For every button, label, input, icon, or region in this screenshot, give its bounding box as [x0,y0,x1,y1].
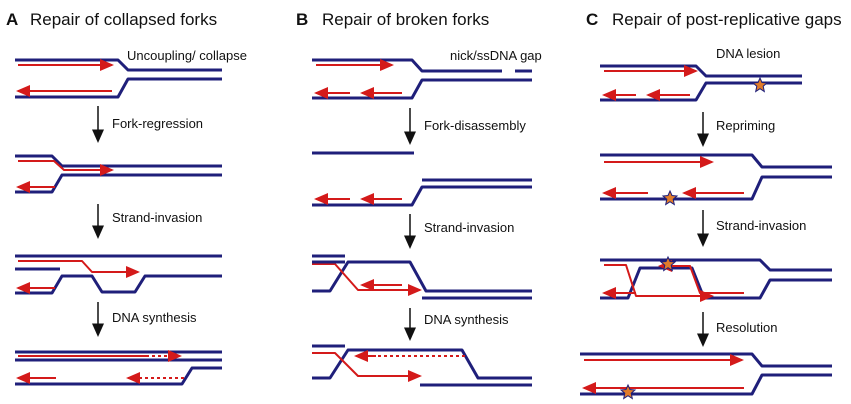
panel-b: B Repair of broken forks nick/ssDNA gap … [296,10,542,387]
panel-b-title: Repair of broken forks [322,10,489,29]
diagram-c-invasion [600,256,832,302]
diagram-b-nick [312,58,532,100]
panel-a-step-2: Strand-invasion [112,210,202,225]
diagram-b-disassembly [312,151,532,207]
diagram-b-invasion [312,254,532,300]
panel-c-title: Repair of post-replicative gaps [612,10,842,29]
panel-c: C Repair of post-replicative gaps DNA le… [580,10,842,399]
panel-letter-a: A [6,10,18,29]
diagram-a-regression [15,154,222,194]
diagram-c-lesion [600,64,802,102]
panel-c-step-3: Resolution [716,320,777,335]
panel-b-step-1: Fork-disassembly [424,118,526,133]
panel-a-top-label: Uncoupling/ collapse [127,48,247,63]
panel-b-step-3: DNA synthesis [424,312,509,327]
diagram-c-resolution [580,352,832,399]
panel-a-step-1: Fork-regression [112,116,203,131]
panel-c-step-2: Strand-invasion [716,218,806,233]
diagram-a-synthesis [15,350,222,386]
lesion-star-icon [752,77,768,92]
panel-letter-c: C [586,10,598,29]
panel-c-step-1: Repriming [716,118,775,133]
diagram-c-repriming [600,153,832,205]
diagram-a-invasion [15,254,222,295]
panel-c-top-label: DNA lesion [716,46,780,61]
panel-a-step-3: DNA synthesis [112,310,197,325]
panel-a-title: Repair of collapsed forks [30,10,217,29]
diagram-b-synthesis [312,344,532,387]
panel-b-step-2: Strand-invasion [424,220,514,235]
panel-b-top-label: nick/ssDNA gap [450,48,542,63]
diagram-a-collapse [15,58,222,99]
panel-a: A Repair of collapsed forks Uncoupling/ … [6,10,247,386]
panel-letter-b: B [296,10,308,29]
lesion-star-icon [662,190,678,205]
